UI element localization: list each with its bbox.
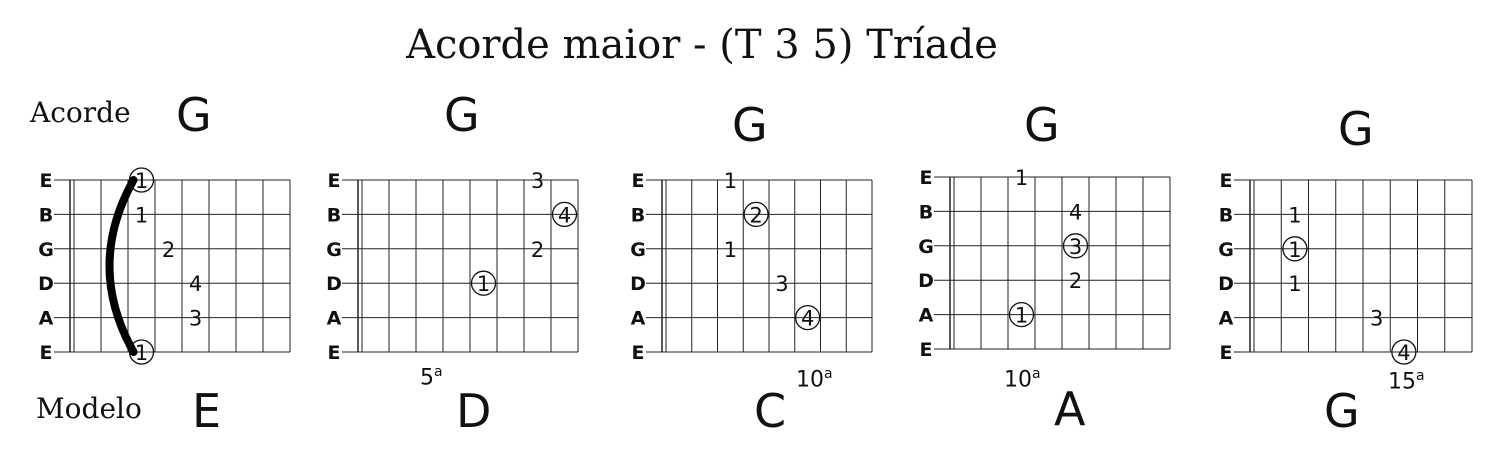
finger-number: 1 [1015,166,1028,190]
string-name-label: A [327,308,342,330]
fret-position-5: 15a [1388,368,1425,395]
string-name-label: E [40,342,53,364]
string-name-label: G [918,236,934,258]
fret-position-3: 10a [796,366,833,393]
finger-number: 2 [162,238,175,262]
string-name-label: A [919,305,934,327]
root-note-circle [1008,301,1035,328]
finger-number: 1 [724,169,737,193]
chord-name-3: G [732,98,768,152]
page-title: Acorde maior - (T 3 5) Tríade [406,22,998,68]
string-name-label: A [39,308,54,330]
root-note-circle [794,304,821,331]
fret-position-4: 10a [1004,366,1041,393]
root-note-circle [128,167,155,193]
string-name-label: E [632,170,645,192]
string-name-label: E [920,167,933,189]
finger-number: 1 [135,341,148,365]
root-note-circle [1282,236,1308,262]
finger-number: 3 [1370,307,1383,331]
model-name-2: D [456,384,492,438]
string-name-label: D [38,273,54,295]
finger-number: 2 [749,203,762,227]
string-name-label: D [630,273,646,295]
string-name-label: G [630,239,646,261]
finger-number: 3 [531,169,544,193]
root-note-circle [1391,339,1417,365]
string-name-label: E [1220,170,1233,192]
string-name-label: E [632,342,645,364]
finger-number: 4 [1397,341,1410,365]
string-name-label: A [1219,308,1234,330]
finger-number: 3 [189,307,202,331]
root-note-circle [743,201,769,228]
string-name-label: E [328,342,341,364]
finger-number: 1 [724,238,737,262]
string-name-label: E [1220,342,1233,364]
fret-position-2: 5a [420,364,443,391]
finger-number: 4 [558,203,571,227]
finger-number: 1 [477,272,490,296]
finger-number: 1 [135,169,148,193]
finger-number: 2 [531,238,544,262]
model-name-5: G [1324,384,1360,438]
string-name-label: B [631,204,645,226]
string-name-label: A [631,308,646,330]
string-name-label: E [40,170,53,192]
finger-number: 1 [135,203,148,227]
finger-number: 1 [1015,304,1028,328]
chord-name-4: G [1024,98,1060,152]
finger-number: 2 [1069,269,1082,293]
chord-row-label: Acorde [30,96,131,129]
string-name-label: B [39,204,53,226]
finger-number: 4 [1069,200,1082,224]
finger-number: 1 [1288,272,1301,296]
string-name-label: E [920,339,933,361]
model-row-label: Modelo [36,392,142,425]
string-name-label: G [326,239,342,261]
root-note-circle [1062,233,1089,259]
string-name-label: G [38,239,54,261]
root-note-circle [128,339,155,365]
chord-name-1: G [176,88,212,142]
string-name-label: D [918,270,934,292]
finger-number: 4 [189,272,202,296]
model-name-1: E [192,384,222,438]
finger-number: 4 [801,307,814,331]
string-name-label: B [919,201,933,223]
string-name-label: B [1219,204,1233,226]
string-name-label: D [1218,273,1234,295]
finger-number: 3 [775,272,788,296]
chord-name-5: G [1338,102,1374,156]
finger-number: 3 [1069,235,1082,259]
string-name-label: B [327,204,341,226]
chord-name-2: G [444,88,480,142]
finger-number: 1 [1288,238,1301,262]
root-note-circle [470,270,497,296]
model-name-3: C [754,384,787,438]
model-name-4: A [1054,382,1086,436]
root-note-circle [551,201,578,228]
string-name-label: E [328,170,341,192]
finger-number: 1 [1288,203,1301,227]
string-name-label: G [1218,239,1234,261]
string-name-label: D [326,273,342,295]
barre-arc [105,176,138,356]
